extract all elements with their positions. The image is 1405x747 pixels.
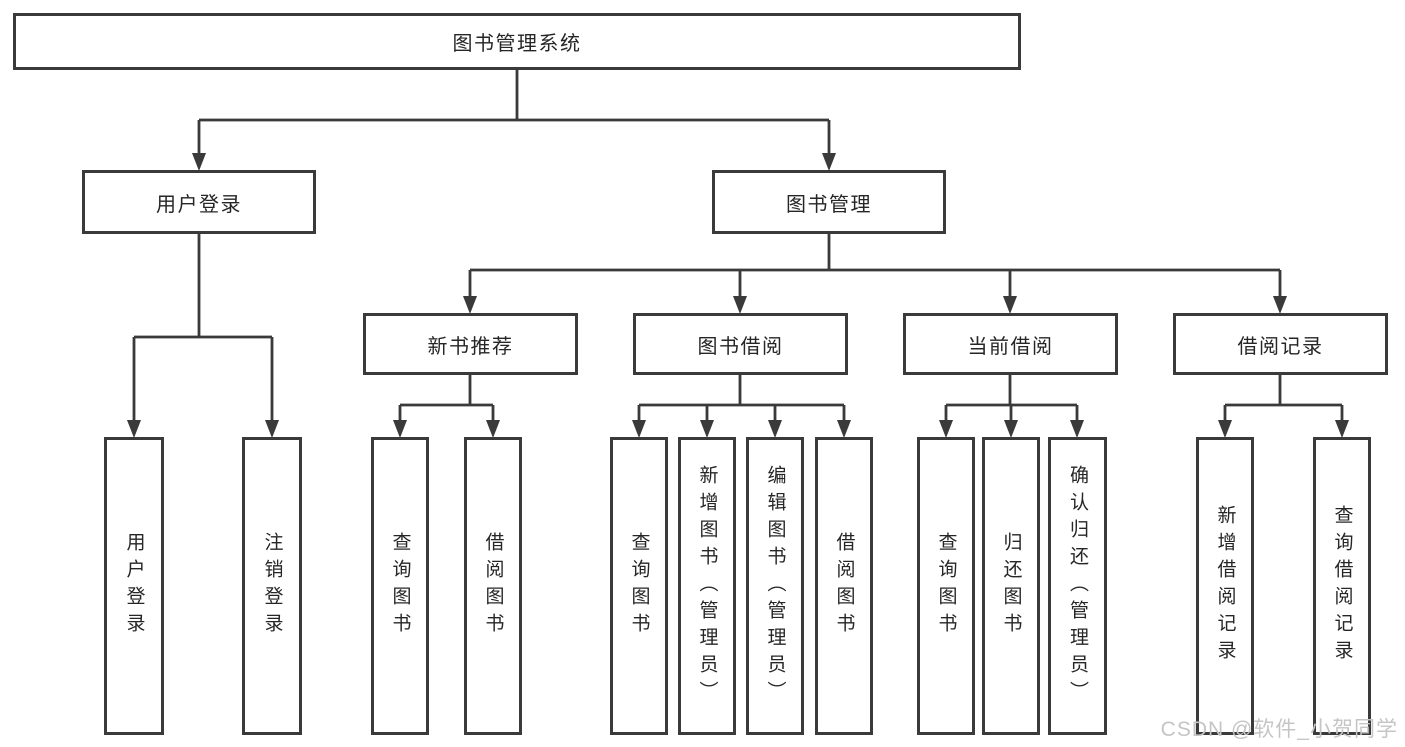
node-book-management: 图书管理	[712, 170, 946, 234]
node-label: 用户登录	[123, 532, 145, 640]
node-label: 确认归还（管理员）	[1067, 464, 1088, 708]
node-logout: 注销登录	[242, 437, 302, 735]
node-label: 查询图书	[628, 532, 650, 640]
node-label: 新书推荐	[427, 335, 514, 358]
node-library-management-system: 图书管理系统	[13, 13, 1021, 70]
node-label: 图书管理	[786, 193, 872, 216]
node-new-book-recommend: 新书推荐	[363, 313, 578, 375]
node-cb-query-books: 查询图书	[917, 437, 975, 735]
node-label: 用户登录	[156, 193, 242, 216]
node-label: 查询图书	[389, 532, 411, 640]
node-label: 新增借阅记录	[1214, 505, 1236, 667]
node-user-login: 用户登录	[82, 170, 316, 234]
node-bb-query-books: 查询图书	[610, 437, 668, 735]
node-br-query-record: 查询借阅记录	[1313, 437, 1371, 735]
node-label: 图书管理系统	[452, 33, 582, 55]
node-user-login-leaf: 用户登录	[104, 437, 164, 735]
node-borrow-records: 借阅记录	[1173, 313, 1388, 375]
node-label: 图书借阅	[697, 335, 784, 358]
node-br-add-record: 新增借阅记录	[1196, 437, 1254, 735]
node-label: 当前借阅	[967, 335, 1054, 358]
node-cb-confirm-return-admin: 确认归还（管理员）	[1048, 437, 1107, 735]
node-label: 归还图书	[1000, 532, 1022, 640]
node-nbr-query-books: 查询图书	[371, 437, 429, 735]
node-book-borrow: 图书借阅	[633, 313, 848, 375]
node-bb-add-books-admin: 新增图书（管理员）	[678, 437, 736, 735]
node-current-borrow: 当前借阅	[903, 313, 1118, 375]
node-label: 编辑图书（管理员）	[764, 464, 786, 708]
node-label: 借阅图书	[482, 532, 504, 640]
node-bb-borrow-books: 借阅图书	[815, 437, 873, 735]
node-label: 注销登录	[261, 532, 283, 640]
node-bb-edit-books-admin: 编辑图书（管理员）	[746, 437, 804, 735]
csdn-watermark: CSDN @软件_小贺同学	[1160, 718, 1398, 741]
node-label: 查询借阅记录	[1331, 505, 1353, 667]
node-label: 查询图书	[935, 532, 957, 640]
node-label: 借阅记录	[1237, 335, 1324, 358]
node-cb-return-books: 归还图书	[982, 437, 1040, 735]
node-label: 借阅图书	[833, 532, 855, 640]
node-label: 新增图书（管理员）	[696, 464, 718, 708]
node-nbr-borrow-books: 借阅图书	[464, 437, 522, 735]
